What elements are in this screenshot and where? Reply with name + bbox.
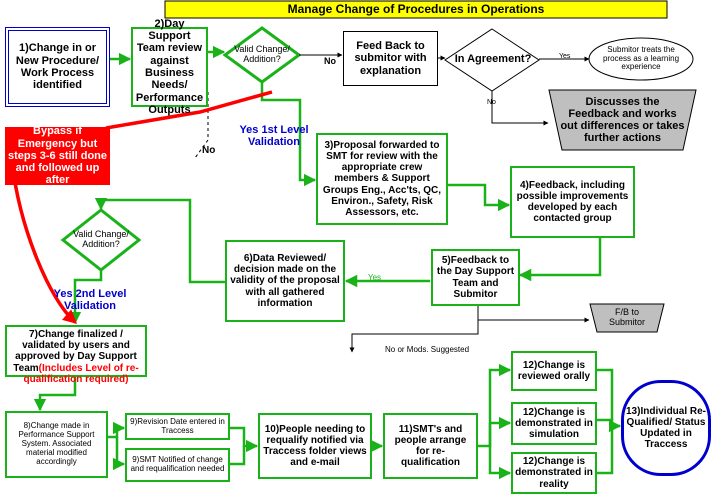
node-12a-reviewed-orally: 12)Change is reviewed orally — [511, 351, 597, 391]
node-9a-text: 9)Revision Date entered in Traccess — [130, 416, 225, 435]
node-12c-reality: 12)Change is demonstrated in reality — [511, 452, 597, 494]
node-6-data-reviewed: 6)Data Reviewed/ decision made on the va… — [225, 240, 345, 322]
bypass-line-curve — [10, 161, 78, 324]
connector-12a-13 — [597, 368, 614, 420]
label-yes-5-6: Yes — [368, 273, 382, 282]
node-4-text: 4)Feedback, including possible improveme… — [516, 179, 629, 225]
label-yes-agreement: Yes — [559, 53, 571, 60]
connector-8-9b — [112, 437, 126, 471]
decision-diamond-2 — [60, 208, 142, 272]
diagram-title: Manage Change of Procedures in Operation… — [287, 2, 545, 16]
feedback-to-submitor-text: Feed Back to submitor with explanation — [354, 40, 427, 77]
node-9a-revision-date: 9)Revision Date entered in Traccess — [125, 413, 230, 440]
fb-submitor-trapezoid — [589, 303, 665, 333]
feedback-to-submitor: Feed Back to submitor with explanation — [343, 31, 438, 86]
discuss-trapezoid — [548, 89, 697, 151]
label-yes-level-1: Yes 1st Level Validation — [239, 124, 309, 148]
connector-9-10 — [230, 426, 259, 453]
decision-1-text: Valid Change/ Addition? — [234, 44, 290, 64]
connector-d2-7 — [68, 271, 103, 325]
node-1-text: 1)Change in or New Procedure/ Work Proce… — [15, 42, 100, 92]
title-bar — [164, 0, 668, 19]
discuss-text: Discusses the Feedback and works out dif… — [560, 95, 685, 145]
node-11-arrange-requalification: 11)SMT's and people arrange for re-quali… — [383, 413, 478, 479]
node-12b-text: 12)Change is demonstrated in simulation — [515, 406, 593, 441]
node-10-people-notified: 10)People needing to requalify notified … — [258, 413, 372, 479]
connector-8-9a — [108, 421, 126, 439]
label-no-agreement: No — [487, 99, 496, 106]
node-2-text: 2)Day Support Team review against Busine… — [135, 17, 204, 116]
node-13-requalified: 13)Individual Re-Qualified/ Status Updat… — [621, 380, 711, 476]
node-7-requalification-text: (Includes Level of re-qualification requ… — [23, 362, 139, 385]
node-8-text: 8)Change made in Performance Support Sys… — [18, 421, 95, 466]
node-5-text: 5)Feedback to the Day Support Team and S… — [436, 255, 515, 300]
connector-11-12 — [478, 363, 512, 448]
node-9b-smt-notified: 9)SMT Notified of change and requalifica… — [125, 448, 230, 482]
connector-9b-10 — [230, 446, 246, 466]
node-9b-text: 9)SMT Notified of change and requalifica… — [130, 455, 225, 473]
connector-5-nomods — [349, 320, 479, 353]
node-6-text: 6)Data Reviewed/ decision made on the va… — [230, 253, 340, 309]
node-10-text: 10)People needing to requalify notified … — [263, 423, 367, 469]
node-4-feedback-groups: 4)Feedback, including possible improveme… — [510, 166, 635, 238]
learning-text: Submitor treats the process as a learnin… — [602, 44, 680, 72]
node-1-change-identified: 1)Change in or New Procedure/ Work Proce… — [5, 27, 110, 107]
node-2-day-support-review: 2)Day Support Team review against Busine… — [131, 18, 208, 116]
node-3-proposal-forwarded: 3)Proposal forwarded to SMT for review w… — [316, 133, 448, 225]
label-no-down: No — [202, 145, 216, 156]
connector-12c-13 — [597, 426, 614, 475]
node-11-text: 11)SMT's and people arrange for re-quali… — [394, 423, 467, 469]
node-8-pss-change: 8)Change made in Performance Support Sys… — [5, 411, 108, 478]
bypass-text: Bypass if Emergency but steps 3-6 still … — [7, 125, 108, 187]
connector-5-fb — [477, 306, 590, 323]
connector-agreement-discuss — [491, 91, 549, 126]
decision-2-text: Valid Change/ Addition? — [73, 229, 129, 249]
decision-diamond-1 — [222, 26, 302, 84]
node-5-feedback-team: 5)Feedback to the Day Support Team and S… — [431, 249, 520, 306]
node-13-text: 13)Individual Re-Qualified/ Status Updat… — [626, 405, 707, 451]
connector-4-5 — [518, 238, 602, 282]
connector-3-4 — [448, 183, 511, 212]
bypass-emergency-note: Bypass if Emergency but steps 3-6 still … — [5, 125, 110, 187]
connector-12-13 — [597, 418, 622, 433]
label-yes-level-2: Yes 2nd Level Validation — [53, 288, 127, 312]
label-no-mods: No or Mods. Suggested — [385, 345, 470, 354]
node-12a-text: 12)Change is reviewed orally — [517, 359, 591, 382]
agreement-text: In Agreement? — [454, 52, 532, 65]
bypass-line-top — [105, 90, 273, 130]
node-7-change-finalized: 7)Change finalized / validated by users … — [5, 325, 147, 385]
label-no-d1: No — [324, 56, 336, 66]
node-3-text: 3)Proposal forwarded to SMT for review w… — [322, 139, 442, 218]
node-12b-simulation: 12)Change is demonstrated in simulation — [511, 402, 597, 445]
connector-7-8 — [33, 377, 77, 412]
node-12c-text: 12)Change is demonstrated in reality — [515, 456, 593, 490]
node-7-text: 7)Change finalized / validated by users … — [13, 329, 137, 374]
connector-11-12c — [488, 423, 512, 480]
connector-6-d2 — [94, 197, 225, 284]
fb-submitor-text: F/B to Submitor — [608, 307, 645, 327]
connector-2-no-dashed — [194, 92, 209, 159]
